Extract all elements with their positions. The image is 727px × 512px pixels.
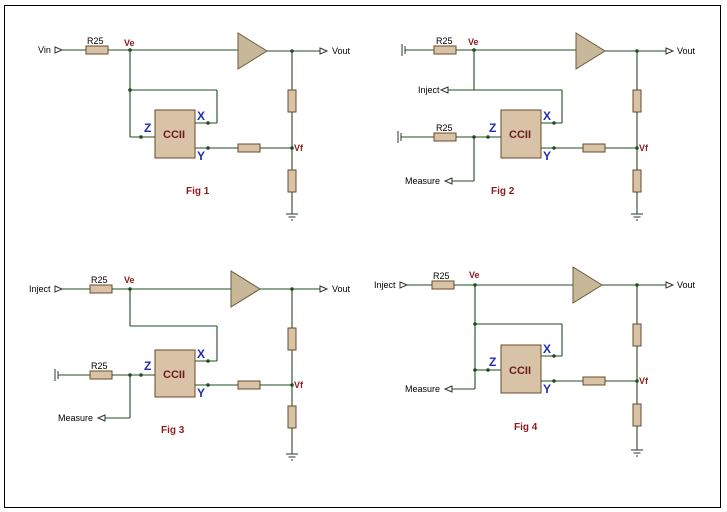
measure-label: Measure — [405, 176, 440, 186]
pin-z-label: Z — [144, 121, 151, 135]
inject-port-icon — [399, 281, 409, 289]
measure-port-icon — [443, 177, 453, 185]
ground-source-icon — [54, 369, 59, 381]
resistor-lower — [632, 169, 642, 193]
resistor-y — [582, 376, 606, 386]
pin-y-label: Y — [543, 149, 551, 163]
resistor-upper — [287, 327, 297, 351]
resistor-y — [237, 143, 261, 153]
ccii-block — [500, 109, 542, 159]
ground-source-icon — [401, 44, 406, 56]
pin-y-label: Y — [543, 382, 551, 396]
ccii-block — [154, 349, 196, 398]
resistor-lower — [287, 405, 297, 429]
pin-z-label: Z — [489, 355, 496, 369]
pin-x-label: X — [197, 347, 205, 361]
ve-label: Ve — [124, 38, 135, 48]
resistor-lower — [632, 403, 642, 427]
pin-x-label: X — [197, 109, 205, 123]
resistor-r25-bottom — [89, 370, 113, 380]
vf-label: Vf — [294, 380, 304, 390]
resistor-r25-top — [89, 284, 113, 294]
figure-2: R25 Ve Vout Vf Inject — [397, 32, 696, 221]
vout-label: Vout — [677, 280, 696, 290]
ground-source-icon — [397, 131, 402, 143]
measure-label: Measure — [405, 384, 440, 394]
figure-1: Vin R25 Ve Vout Vf CCII — [38, 32, 351, 221]
resistor-top-label: R25 — [436, 36, 453, 46]
ground-icon — [631, 449, 643, 457]
figure-title: Fig 2 — [491, 186, 515, 197]
resistor-lower — [287, 169, 297, 193]
vout-port-icon — [319, 285, 329, 293]
figure-title: Fig 4 — [514, 422, 538, 433]
ccii-block — [154, 109, 196, 159]
resistor-top-label: R25 — [91, 275, 108, 285]
measure-label: Measure — [58, 413, 93, 423]
resistor-r25 — [85, 45, 109, 55]
ccii-label: CCII — [509, 365, 531, 377]
resistor-bottom-label: R25 — [436, 123, 453, 133]
inject-port-icon — [439, 86, 449, 94]
ccii-label: CCII — [509, 129, 531, 141]
pin-y-label: Y — [197, 149, 205, 163]
resistor-r25 — [431, 280, 455, 290]
resistor-upper — [632, 323, 642, 347]
vout-port-icon — [665, 281, 675, 289]
ground-icon — [286, 453, 298, 461]
resistor-label: R25 — [87, 36, 104, 46]
resistor-y — [237, 380, 261, 390]
inject-label: Inject — [418, 85, 440, 95]
vf-label: Vf — [294, 143, 304, 153]
resistor-label: R25 — [433, 271, 450, 281]
inject-port-icon — [54, 285, 64, 293]
pin-z-label: Z — [489, 121, 496, 135]
measure-port-icon — [96, 414, 106, 422]
ccii-label: CCII — [163, 369, 185, 381]
amplifier-triangle — [230, 270, 261, 308]
pin-y-label: Y — [197, 386, 205, 400]
ve-label: Ve — [469, 270, 480, 280]
amplifier-triangle — [575, 32, 606, 70]
resistor-upper — [632, 89, 642, 113]
pin-z-label: Z — [144, 359, 151, 373]
vf-label: Vf — [639, 376, 649, 386]
sheet-border — [4, 5, 721, 508]
vf-label: Vf — [639, 143, 649, 153]
figure-3: Inject R25 Ve Vout Vf — [29, 270, 351, 461]
pin-x-label: X — [543, 342, 551, 356]
vout-label: Vout — [332, 284, 351, 294]
pin-x-label: X — [543, 109, 551, 123]
inject-label: Inject — [29, 284, 51, 294]
vout-label: Vout — [332, 46, 351, 56]
vin-port-icon — [54, 46, 64, 54]
vout-label: Vout — [677, 46, 696, 56]
inject-label: Inject — [374, 280, 396, 290]
ground-icon — [286, 213, 298, 221]
vout-port-icon — [319, 47, 329, 55]
resistor-bottom-label: R25 — [91, 361, 108, 371]
figure-title: Fig 1 — [186, 186, 210, 197]
vout-port-icon — [665, 47, 675, 55]
ccii-label: CCII — [163, 129, 185, 141]
figure-title: Fig 3 — [161, 425, 185, 436]
amplifier-triangle — [237, 32, 268, 70]
resistor-r25-top — [433, 45, 457, 55]
vin-label: Vin — [38, 45, 51, 55]
resistor-y — [582, 143, 606, 153]
resistor-r25-bottom — [433, 132, 457, 142]
resistor-upper — [287, 89, 297, 113]
figure-4: Inject R25 Ve Vout Vf — [374, 266, 696, 457]
measure-port-icon — [443, 385, 453, 393]
ve-label: Ve — [468, 37, 479, 47]
ve-label: Ve — [124, 275, 135, 285]
ground-icon — [631, 213, 643, 221]
amplifier-triangle — [572, 266, 603, 304]
ccii-block — [500, 344, 542, 394]
